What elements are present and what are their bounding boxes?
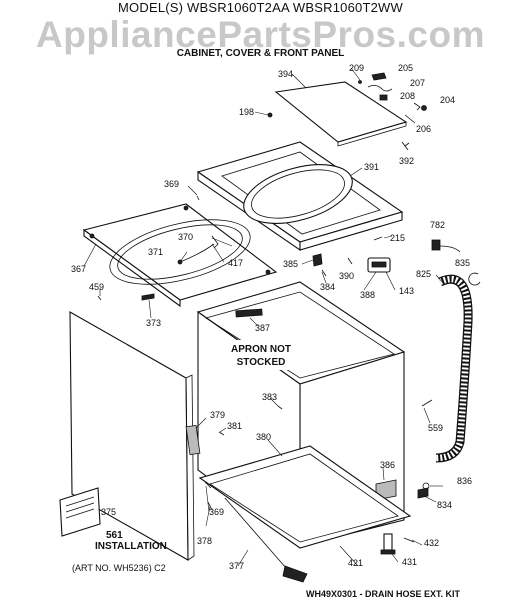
screw-390 bbox=[347, 257, 353, 265]
label-825: 825 bbox=[416, 269, 431, 279]
wire-harness-782[interactable] bbox=[431, 239, 461, 253]
base-421[interactable] bbox=[198, 445, 412, 549]
bracket-385[interactable] bbox=[312, 253, 323, 267]
label-559: 559 bbox=[428, 423, 443, 433]
label-373: 373 bbox=[146, 318, 161, 328]
screw-459 bbox=[97, 295, 102, 301]
screw-384 bbox=[321, 269, 327, 277]
label-381: 381 bbox=[227, 421, 242, 431]
label-392: 392 bbox=[399, 156, 414, 166]
hose-clamp-835[interactable] bbox=[468, 272, 481, 286]
label-377: 377 bbox=[229, 561, 244, 571]
installation-number: 561 bbox=[106, 530, 123, 541]
label-421: 421 bbox=[348, 558, 363, 568]
label-369-base: 369 bbox=[209, 507, 224, 517]
label-215: 215 bbox=[390, 233, 405, 243]
label-383: 383 bbox=[262, 392, 277, 402]
label-782: 782 bbox=[430, 220, 445, 230]
label-205: 205 bbox=[398, 63, 413, 73]
model-title: MODEL(S) WBSR1060T2AA WBSR1060T2WW bbox=[118, 0, 403, 15]
label-431: 431 bbox=[402, 557, 417, 567]
label-208: 208 bbox=[400, 91, 415, 101]
label-386: 386 bbox=[380, 460, 395, 470]
label-388: 388 bbox=[360, 290, 375, 300]
label-370: 370 bbox=[178, 232, 193, 242]
frame-ring-367[interactable] bbox=[82, 203, 278, 308]
bracket-373[interactable] bbox=[141, 293, 155, 301]
label-836: 836 bbox=[457, 476, 472, 486]
clip-392 bbox=[401, 141, 410, 151]
drain-hose-kit-note: WH49X0301 - DRAIN HOSE EXT. KIT bbox=[306, 589, 461, 599]
clip-559 bbox=[421, 399, 433, 407]
label-206: 206 bbox=[416, 124, 431, 134]
label-198: 198 bbox=[239, 107, 254, 117]
label-375: 375 bbox=[101, 507, 116, 517]
spring-370[interactable] bbox=[179, 243, 215, 263]
label-432: 432 bbox=[424, 538, 439, 548]
installation-label: INSTALLATION bbox=[95, 541, 167, 552]
bracket-834[interactable] bbox=[417, 487, 429, 499]
bracket-387[interactable] bbox=[235, 308, 263, 318]
label-459: 459 bbox=[89, 282, 104, 292]
apron-note: APRON NOT STOCKED bbox=[226, 340, 296, 370]
screw-383 bbox=[277, 405, 283, 410]
label-835: 835 bbox=[455, 258, 470, 268]
svg-text:APRON NOT: APRON NOT bbox=[231, 344, 291, 355]
label-387: 387 bbox=[255, 323, 270, 333]
hinge-hardware[interactable] bbox=[358, 72, 427, 124]
installation-booklet-561[interactable] bbox=[59, 487, 101, 537]
label-371: 371 bbox=[148, 247, 163, 257]
label-385: 385 bbox=[283, 259, 298, 269]
lid-394[interactable] bbox=[274, 81, 408, 147]
label-209: 209 bbox=[349, 63, 364, 73]
svg-text:STOCKED: STOCKED bbox=[237, 357, 286, 368]
part-labels: 394 209 205 207 208 204 198 206 392 391 … bbox=[71, 63, 472, 571]
label-369-top: 369 bbox=[164, 179, 179, 189]
label-380: 380 bbox=[256, 432, 271, 442]
screw-369-base bbox=[204, 481, 212, 489]
screw-381 bbox=[218, 431, 225, 436]
art-number: (ART NO. WH5236) C2 bbox=[72, 563, 166, 573]
label-204: 204 bbox=[440, 95, 455, 105]
lid-switch-388[interactable] bbox=[367, 257, 391, 273]
leg-431[interactable] bbox=[380, 533, 396, 555]
label-394: 394 bbox=[278, 69, 293, 79]
diagram-subtitle: CABINET, COVER & FRONT PANEL bbox=[176, 48, 345, 59]
watermark: AppliancePartsPros.com bbox=[36, 14, 485, 55]
leader-lines bbox=[83, 67, 445, 567]
label-391: 391 bbox=[364, 162, 379, 172]
nut-432 bbox=[403, 537, 415, 543]
drain-hose-825[interactable] bbox=[435, 274, 473, 463]
label-384: 384 bbox=[320, 282, 335, 292]
label-378: 378 bbox=[197, 536, 212, 546]
label-379: 379 bbox=[210, 410, 225, 420]
screw-198 bbox=[267, 112, 273, 118]
top-cover-391[interactable] bbox=[196, 141, 404, 252]
label-367: 367 bbox=[71, 264, 86, 274]
label-390: 390 bbox=[339, 271, 354, 281]
leg-377[interactable] bbox=[224, 497, 294, 577]
foot-377 bbox=[282, 565, 308, 583]
bracket-215 bbox=[373, 236, 383, 241]
label-207: 207 bbox=[410, 78, 425, 88]
screw-369-top bbox=[196, 195, 200, 201]
label-143: 143 bbox=[399, 286, 414, 296]
bracket-379[interactable] bbox=[185, 424, 201, 456]
label-417: 417 bbox=[228, 258, 243, 268]
label-834: 834 bbox=[437, 500, 452, 510]
